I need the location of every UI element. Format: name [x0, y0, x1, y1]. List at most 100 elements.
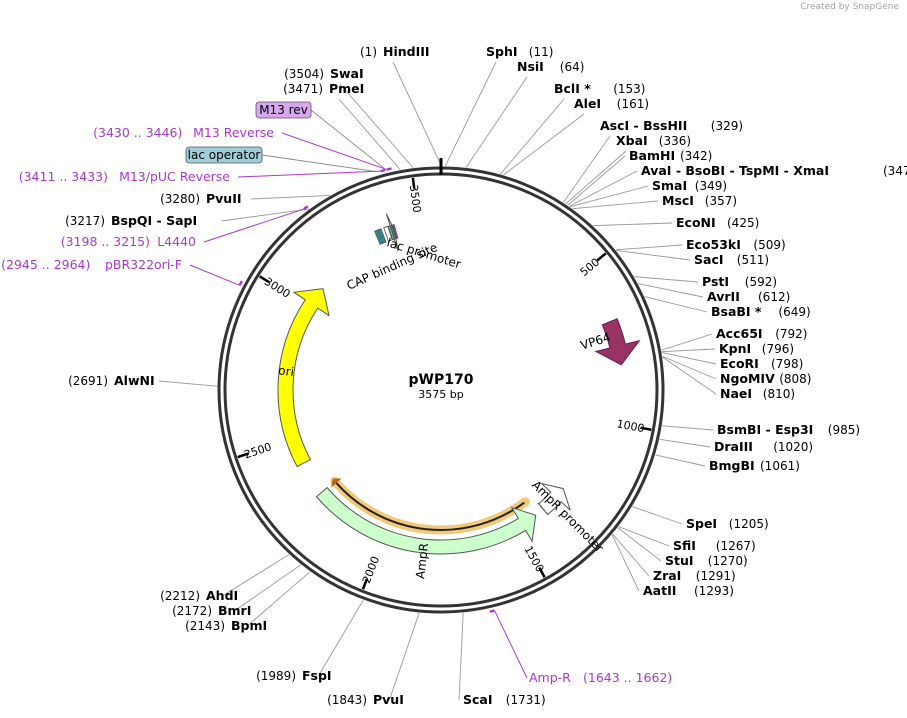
site-nsii[interactable]: NsiI(64) [517, 59, 584, 74]
site-msci[interactable]: MscI(357) [662, 193, 737, 208]
primer-amp-r[interactable]: Amp-R(1643 .. 1662) [489, 609, 672, 685]
site-sfii[interactable]: SfiI(1267) [673, 538, 756, 553]
primer-range: (3198 .. 3215) [61, 234, 150, 249]
leader-line [638, 283, 704, 298]
site-zrai[interactable]: ZraI(1291) [653, 568, 736, 583]
site-bspqi-sapi[interactable]: (3217)BspQI - SapI [65, 213, 197, 228]
site-hindiii[interactable]: (1)HindIII [360, 44, 430, 59]
site-position: (649) [778, 305, 810, 319]
primer-l4440[interactable]: (3198 .. 3215)L4440 [61, 205, 309, 249]
site-draiii[interactable]: DraIII(1020) [714, 439, 813, 454]
site-pvuii[interactable]: (3280)PvuII [160, 191, 241, 206]
site-asci-bsshii[interactable]: AscI - BssHII(329) [600, 118, 743, 133]
leader-line [444, 61, 497, 167]
site-alwni[interactable]: (2691)AlwNI [68, 373, 155, 388]
site-bmgbi[interactable]: BmgBI(1061) [709, 458, 800, 473]
tick-mark [237, 452, 249, 459]
boxed-label-lac-operator[interactable]: lac operator [185, 146, 374, 172]
site-position: (2143) [185, 619, 225, 633]
site-stui[interactable]: StuI(1270) [665, 553, 748, 568]
primer-range: (3411 .. 3433) [19, 169, 108, 184]
site-alei[interactable]: AleI(161) [574, 96, 649, 111]
site-name: AvrII [707, 289, 740, 304]
site-name: AleI [574, 96, 601, 111]
site-econi[interactable]: EcoNI(425) [676, 215, 759, 230]
site-pmei[interactable]: (3471)PmeI [283, 81, 364, 96]
leader-line [612, 533, 650, 577]
site-swai[interactable]: (3504)SwaI [284, 66, 364, 81]
site-name: SpeI [686, 516, 717, 531]
site-position: (357) [705, 194, 737, 208]
site-scai[interactable]: ScaI (1731) [463, 692, 546, 707]
site-position: (336) [659, 134, 691, 148]
site-position: (425) [727, 216, 759, 230]
primer-m13-puc-reverse[interactable]: (3411 .. 3433) M13/pUC Reverse [19, 168, 386, 184]
amp-promoter-divider [537, 502, 549, 516]
leader-line [593, 222, 673, 227]
site-name: PstI [702, 274, 729, 289]
site-ngomiv[interactable]: NgoMIV(808) [720, 371, 811, 386]
site-bsmbi-esp3i[interactable]: BsmBI - Esp3I(985) [717, 422, 860, 437]
site-sphi[interactable]: SphI(11) [486, 44, 553, 59]
site-avai-bsobi-tspmi-xmai[interactable]: AvaI - BsoBI - TspMI - XmaI(347) [641, 163, 907, 178]
site-name: StuI [665, 553, 694, 568]
site-fspi[interactable]: (1989)FspI [256, 668, 331, 683]
site-bpmi[interactable]: (2143) BpmI [185, 618, 267, 633]
site-psti[interactable]: PstI (592) [702, 274, 777, 289]
leader-line [662, 356, 717, 395]
site-name: BpmI [231, 618, 267, 633]
primer-leader [281, 132, 388, 171]
primer-range: (3430 .. 3446) [93, 125, 182, 140]
site-smai[interactable]: SmaI(349) [652, 178, 727, 193]
site-bsabi[interactable]: BsaBI *(649) [711, 304, 811, 319]
leader-line [234, 564, 302, 612]
site-name: AhdI [206, 588, 238, 603]
site-eco53ki[interactable]: Eco53kI(509) [686, 237, 786, 252]
site-pvui[interactable]: (1843) PvuI [327, 692, 404, 707]
site-name: HindIII [383, 44, 430, 59]
boxed-label-leader [261, 154, 374, 172]
tick-label: 1500 [522, 544, 547, 575]
boxed-label-text: lac operator [188, 148, 261, 162]
site-ecori[interactable]: EcoRI(798) [720, 356, 803, 371]
leader-line [661, 333, 713, 351]
plasmid-length: 3575 bp [418, 388, 463, 401]
site-position: (3280) [160, 192, 200, 206]
feature-label-ori: ori [278, 363, 295, 379]
site-spei[interactable]: SpeI(1205) [686, 516, 769, 531]
site-saci[interactable]: SacI(511) [694, 252, 769, 267]
site-name: PvuI [373, 692, 404, 707]
site-position: (1267) [716, 539, 756, 553]
site-position: (1843) [327, 693, 367, 707]
feature-ampr [315, 486, 537, 555]
site-position: (796) [762, 342, 794, 356]
feature-label-ampr: AmpR [413, 542, 431, 579]
leader-line [250, 194, 331, 200]
site-name: BsmBI - Esp3I [717, 422, 813, 437]
site-bcli[interactable]: BclI *(153) [554, 81, 645, 96]
site-position: (1731) [506, 693, 546, 707]
leader-line [662, 355, 717, 380]
site-bamhi[interactable]: BamHI(342) [629, 148, 712, 163]
site-xbai[interactable]: XbaI(336) [616, 133, 691, 148]
leader-line [661, 352, 717, 365]
boxed-label-m13-rev[interactable]: M13 rev [255, 101, 385, 169]
site-bmri[interactable]: (2172)BmrI [172, 603, 251, 618]
site-ahdi[interactable]: (2212)AhdI [160, 588, 238, 603]
site-name: AatII [643, 583, 676, 598]
site-aatii[interactable]: AatII(1293) [643, 583, 734, 598]
site-acc65i[interactable]: Acc65I(792) [716, 326, 807, 341]
site-position: (592) [745, 275, 777, 289]
primer-m13-reverse[interactable]: (3430 .. 3446)M13 Reverse [93, 125, 392, 171]
site-name: ScaI [463, 692, 493, 707]
primer-pbr322ori-f[interactable]: (2945 .. 2964)pBR322ori-F [1, 257, 243, 286]
site-naei[interactable]: NaeI(810) [720, 386, 795, 401]
site-position: (1989) [256, 669, 296, 683]
site-position: (1020) [773, 440, 813, 454]
tick-mark [361, 578, 369, 590]
primer-name: M13/pUC Reverse [119, 169, 230, 184]
cap-binding-block [377, 228, 387, 244]
m13-rev-block [391, 224, 399, 239]
site-kpni[interactable]: KpnI(796) [719, 341, 794, 356]
site-avrii[interactable]: AvrII(612) [707, 289, 790, 304]
